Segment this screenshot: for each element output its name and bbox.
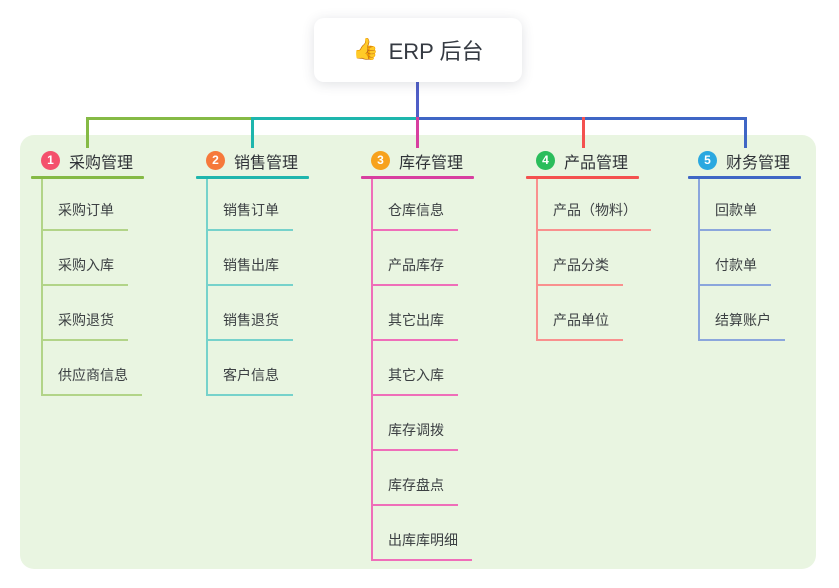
branch-underline xyxy=(526,176,639,179)
branch-underline xyxy=(31,176,144,179)
branch-number-badge: 4 xyxy=(536,151,555,170)
branch-column: 4 产品管理 产品（物料） 产品分类产品单位 xyxy=(526,148,686,341)
sub-node[interactable]: 采购订单 xyxy=(41,200,128,231)
connector-drop-line xyxy=(744,117,747,148)
branch-node[interactable]: 5 财务管理 xyxy=(688,148,839,173)
root-node-title: ERP 后台 xyxy=(388,39,484,64)
connector-drop-line xyxy=(416,117,419,148)
branch-items: 仓库信息产品库存其它出库其它入库库存调拨库存盘点出库库明细 xyxy=(371,179,521,561)
branch-connector-line xyxy=(41,179,43,396)
sub-node[interactable]: 产品库存 xyxy=(371,255,458,286)
thumbs-up-icon: 👍 xyxy=(352,38,379,61)
sub-node[interactable]: 销售订单 xyxy=(206,200,293,231)
branch-items: 采购订单采购入库采购退货供应商信息 xyxy=(41,179,191,396)
branch-number-badge: 1 xyxy=(41,151,60,170)
sub-node[interactable]: 其它出库 xyxy=(371,310,458,341)
branch-underline xyxy=(361,176,474,179)
branch-items: 销售订单销售出库销售退货客户信息 xyxy=(206,179,356,396)
root-node[interactable]: 👍 ERP 后台 xyxy=(314,18,522,82)
sub-node[interactable]: 付款单 xyxy=(698,255,771,286)
branch-column: 5 财务管理 回款单付款单结算账户 xyxy=(688,148,839,341)
branch-connector-line xyxy=(536,179,538,341)
branch-connector-line xyxy=(698,179,700,341)
sub-node[interactable]: 仓库信息 xyxy=(371,200,458,231)
sub-node[interactable]: 产品单位 xyxy=(536,310,623,341)
branch-title: 采购管理 xyxy=(69,154,134,172)
connector-drop-line xyxy=(86,117,89,148)
root-stem-line xyxy=(416,82,419,118)
sub-node[interactable]: 出库库明细 xyxy=(371,530,472,561)
branch-node[interactable]: 1 采购管理 xyxy=(31,148,191,173)
branch-node[interactable]: 3 库存管理 xyxy=(361,148,521,173)
branch-title: 库存管理 xyxy=(399,154,464,172)
connector-drop-line xyxy=(251,117,254,148)
branch-title: 财务管理 xyxy=(726,154,791,172)
sub-node[interactable]: 采购退货 xyxy=(41,310,128,341)
sub-node[interactable]: 其它入库 xyxy=(371,365,458,396)
branch-number-badge: 5 xyxy=(698,151,717,170)
branch-items: 产品（物料） 产品分类产品单位 xyxy=(536,179,686,341)
sub-node[interactable]: 结算账户 xyxy=(698,310,785,341)
branch-title: 销售管理 xyxy=(234,154,299,172)
branch-underline xyxy=(688,176,801,179)
connector-horizontal-segment xyxy=(252,117,417,120)
branch-number-badge: 2 xyxy=(206,151,225,170)
connector-horizontal-segment xyxy=(86,117,252,120)
branch-underline xyxy=(196,176,309,179)
branch-node[interactable]: 4 产品管理 xyxy=(526,148,686,173)
branch-node[interactable]: 2 销售管理 xyxy=(196,148,356,173)
sub-node[interactable]: 客户信息 xyxy=(206,365,293,396)
sub-node[interactable]: 库存调拨 xyxy=(371,420,458,451)
branch-connector-line xyxy=(371,179,373,561)
branch-column: 3 库存管理 仓库信息产品库存其它出库其它入库库存调拨库存盘点出库库明细 xyxy=(361,148,521,561)
sub-node[interactable]: 库存盘点 xyxy=(371,475,458,506)
sub-node[interactable]: 销售出库 xyxy=(206,255,293,286)
branch-column: 1 采购管理 采购订单采购入库采购退货供应商信息 xyxy=(31,148,191,396)
sub-node[interactable]: 供应商信息 xyxy=(41,365,142,396)
branch-title: 产品管理 xyxy=(564,154,629,172)
connector-drop-line xyxy=(582,117,585,148)
background-panel xyxy=(20,135,816,569)
branch-column: 2 销售管理 销售订单销售出库销售退货客户信息 xyxy=(196,148,356,396)
sub-node[interactable]: 回款单 xyxy=(698,200,771,231)
branch-items: 回款单付款单结算账户 xyxy=(698,179,839,341)
sub-node[interactable]: 采购入库 xyxy=(41,255,128,286)
sub-node[interactable]: 产品（物料） xyxy=(536,200,651,231)
sub-node[interactable]: 销售退货 xyxy=(206,310,293,341)
sub-node[interactable]: 产品分类 xyxy=(536,255,623,286)
branch-connector-line xyxy=(206,179,208,396)
branch-number-badge: 3 xyxy=(371,151,390,170)
